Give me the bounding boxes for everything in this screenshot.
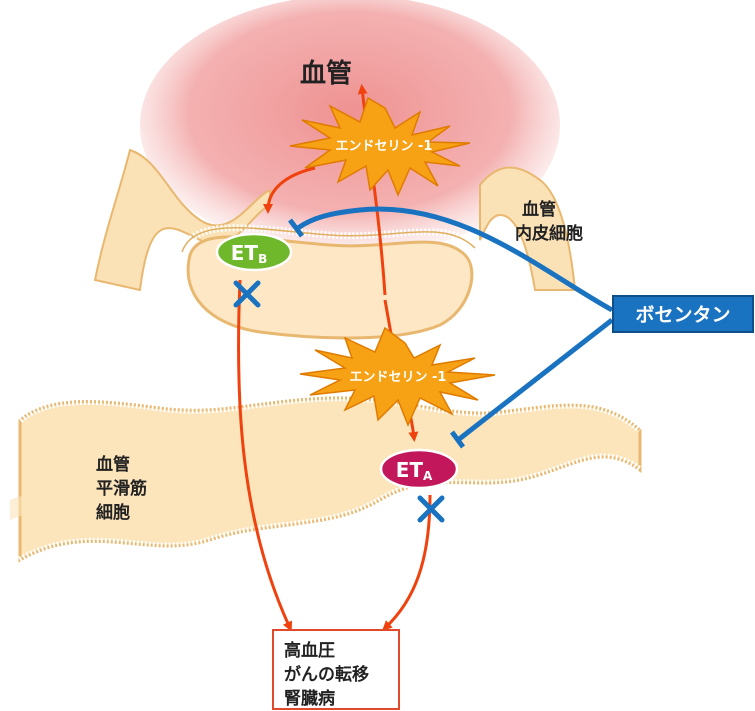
inhibition-bar-etb — [288, 218, 304, 238]
block-mark-eta — [417, 495, 445, 523]
outcome-box: 高血圧 がんの転移 腎臓病 — [272, 629, 400, 710]
smooth-muscle-cell-label: 血管 平滑筋 細胞 — [96, 454, 153, 523]
arrow-etb-to-outcome — [236, 279, 293, 632]
etb-receptor: ETB — [215, 232, 293, 272]
endothelial-cell-label: 血管 内皮細胞 — [515, 199, 583, 244]
endothelin-starburst-top — [289, 96, 471, 197]
endothelin-label-top: エンドセリン -1 — [336, 139, 433, 154]
drug-label: ボセンタン — [635, 304, 730, 326]
eta-receptor: ETA — [379, 448, 459, 490]
inhibition-line-etb — [296, 206, 614, 313]
svg-text:ETA: ETA — [396, 458, 433, 483]
arrow-eta-to-outcome — [382, 494, 432, 631]
inhibition-lines — [288, 206, 614, 449]
inhibition-line-eta — [456, 318, 614, 442]
eta-main: ET — [396, 458, 424, 482]
drug-box: ボセンタン — [612, 295, 754, 333]
blood-vessel-label: 血管 — [300, 59, 352, 89]
inhibition-bar-eta — [449, 430, 466, 449]
etb-main: ET — [231, 241, 259, 265]
smooth-muscle-cell — [10, 394, 643, 564]
svg-text:ETB: ETB — [231, 241, 267, 266]
arrow-ligand-to-etb — [263, 166, 316, 214]
endothelin-label-bottom: エンドセリン -1 — [350, 370, 447, 385]
outcome-text: 高血圧 がんの転移 腎臓病 — [284, 640, 375, 709]
etb-sub: B — [258, 252, 267, 266]
block-mark-etb — [233, 280, 261, 308]
eta-sub: A — [423, 469, 433, 483]
endothelin-starburst-bottom — [299, 326, 496, 427]
